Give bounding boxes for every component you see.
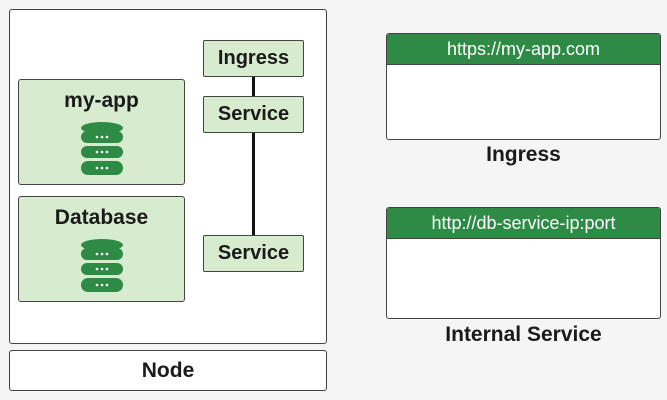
service-label: Service <box>217 242 290 264</box>
pod-title: my-app <box>64 89 139 112</box>
browser-window-internal: http://db-service-ip:port <box>386 207 661 319</box>
connector-service-service <box>252 133 255 235</box>
pod-my-app: my-app <box>18 79 185 185</box>
browser-caption-internal: Internal Service <box>445 323 602 346</box>
service-component-db: Service <box>203 235 304 272</box>
browser-window-ingress: https://my-app.com <box>386 33 661 140</box>
ingress-component: Ingress <box>203 40 304 77</box>
url-text: http://db-service-ip:port <box>431 212 616 233</box>
node-label-text: Node <box>141 358 195 382</box>
node-label: Node <box>9 350 327 391</box>
url-bar: http://db-service-ip:port <box>387 208 660 239</box>
url-text: https://my-app.com <box>446 38 601 59</box>
connector-ingress-service <box>252 77 255 96</box>
browser-caption-ingress: Ingress <box>486 143 561 166</box>
database-icon <box>80 239 123 292</box>
ingress-label: Ingress <box>217 47 290 69</box>
url-bar: https://my-app.com <box>387 34 660 65</box>
service-component-app: Service <box>203 96 304 133</box>
database-icon <box>80 122 123 175</box>
pod-database: Database <box>18 196 185 302</box>
service-label: Service <box>217 103 290 125</box>
pod-title: Database <box>54 206 149 229</box>
